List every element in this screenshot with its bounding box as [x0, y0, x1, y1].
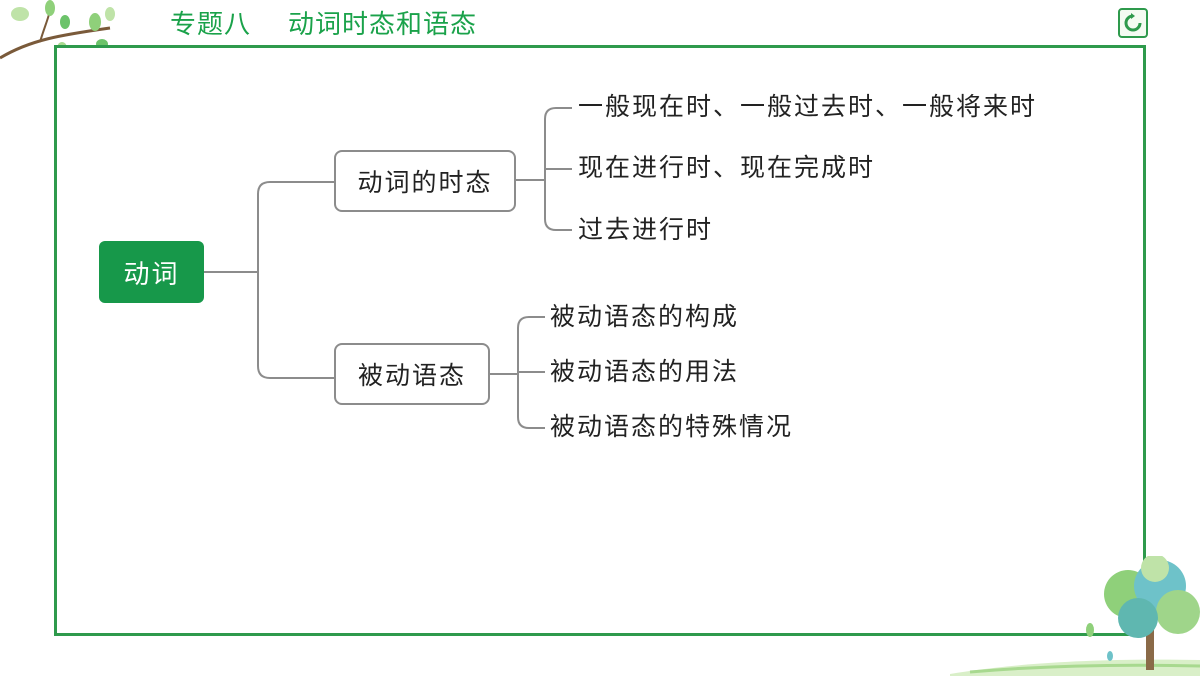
content-frame — [54, 45, 1146, 636]
leaf-passive-special: 被动语态的特殊情况 — [550, 412, 794, 441]
page-title: 专题八 动词时态和语态 — [170, 10, 478, 40]
back-button[interactable] — [1118, 8, 1148, 38]
branch-node-tense: 动词的时态 — [334, 150, 516, 212]
refresh-back-icon — [1124, 13, 1142, 32]
branch-node-passive: 被动语态 — [334, 343, 490, 405]
leaf-passive-usage: 被动语态的用法 — [550, 357, 740, 386]
leaf-past-progressive: 过去进行时 — [578, 215, 714, 244]
tree-icon — [950, 556, 1200, 676]
leaf-progressive-perfect: 现在进行时、现在完成时 — [578, 153, 876, 182]
leaf-passive-form: 被动语态的构成 — [550, 302, 740, 331]
leaf-simple-tenses: 一般现在时、一般过去时、一般将来时 — [578, 92, 1038, 121]
root-node: 动词 — [99, 241, 204, 303]
